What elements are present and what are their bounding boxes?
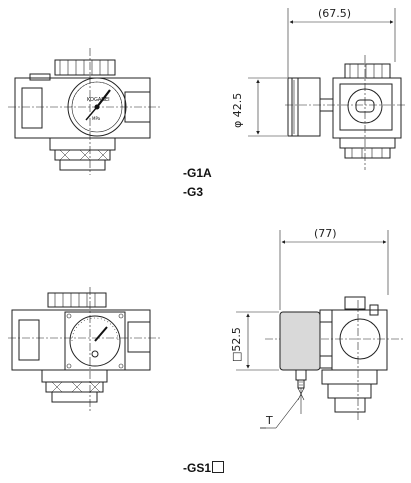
model-label-g3: -G3 (183, 185, 204, 199)
top-diameter-dimension: φ 42.5 (231, 93, 244, 128)
side-view-round-gauge: (67.5) φ 42.5 (231, 7, 405, 170)
bottom-depth-dimension: (77) (314, 227, 337, 240)
gauge-brand-text: KOGANEI (87, 97, 110, 103)
top-depth-dimension: (67.5) (318, 7, 351, 20)
front-view-square-gauge (8, 287, 162, 412)
bottom-square-dimension: □52.5 (230, 327, 243, 362)
front-view-round-gauge: KOGANEI MPa (8, 48, 162, 175)
gauge-unit-text: MPa (92, 116, 101, 121)
thread-label: T (265, 414, 273, 427)
side-view-square-gauge: (77) □52.5 T (230, 227, 405, 429)
placeholder-square-icon (212, 461, 225, 473)
model-label-gs1-text: -GS1 (183, 461, 212, 475)
model-label-g1a: -G1A (183, 166, 212, 180)
model-label-gs1: -GS1 (183, 461, 225, 475)
